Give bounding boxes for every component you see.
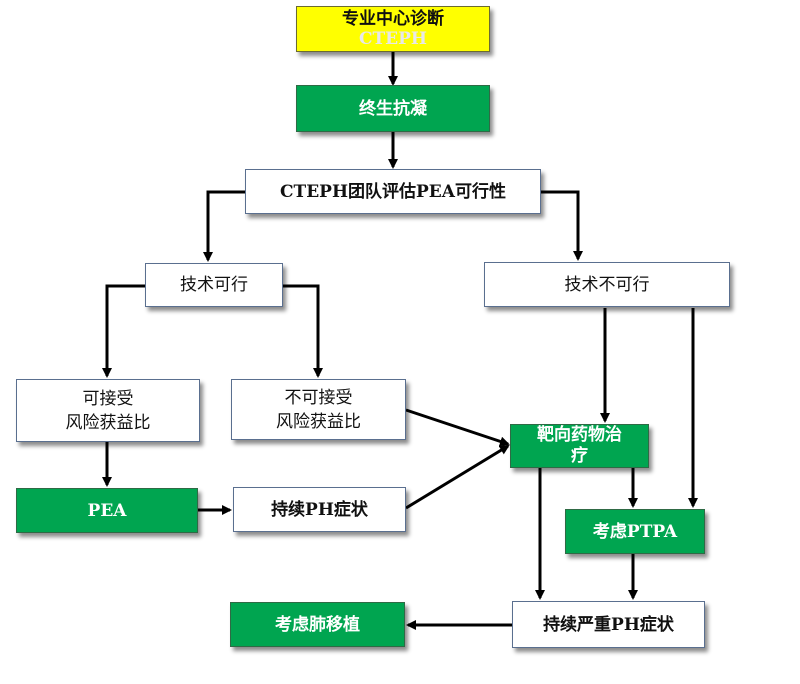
arrow-persistent-ph-to-targeted	[405, 444, 510, 510]
node-lifelong-anticoagulation: 终生抗凝	[296, 85, 490, 132]
node-unacceptable-risk-benefit-line1: 不可接受	[284, 387, 353, 408]
node-technically-infeasible: 技术不可行	[484, 262, 730, 307]
node-team-assessment: CTEPH团队评估PEA可行性	[245, 169, 541, 214]
node-targeted-drug-therapy-line2: 疗	[571, 446, 588, 466]
node-persistent-severe-ph-symptoms: 持续严重PH症状	[512, 601, 705, 648]
node-unacceptable-risk-benefit-line2: 风险获益比	[276, 411, 361, 432]
arrow-unacceptable-to-targeted	[405, 408, 510, 447]
node-team-assessment-label: CTEPH团队评估PEA可行性	[280, 181, 506, 202]
node-consider-lung-transplant: 考虑肺移植	[230, 602, 405, 647]
node-technically-infeasible-label: 技术不可行	[564, 274, 650, 295]
node-consider-lung-transplant-label: 考虑肺移植	[275, 614, 360, 635]
node-technically-feasible-label: 技术可行	[180, 275, 248, 295]
node-acceptable-risk-benefit: 可接受 风险获益比	[16, 379, 200, 442]
node-expert-diagnosis: 专业中心诊断 CTEPH	[296, 6, 490, 52]
node-lifelong-anticoagulation-label: 终生抗凝	[359, 98, 427, 119]
node-technically-feasible: 技术可行	[145, 263, 283, 307]
node-acceptable-risk-benefit-line2: 风险获益比	[65, 412, 151, 433]
node-consider-ptpa: 考虑PTPA	[565, 509, 705, 554]
node-pea-label: PEA	[87, 500, 127, 521]
node-acceptable-risk-benefit-line1: 可接受	[82, 388, 134, 409]
arrow-team-to-infeasible	[541, 190, 583, 261]
node-expert-diagnosis-line1: 专业中心诊断	[342, 9, 444, 29]
node-persistent-severe-ph-symptoms-label: 持续严重PH症状	[543, 614, 674, 635]
node-expert-diagnosis-line2: CTEPH	[359, 29, 427, 49]
arrow-feasible-to-unacceptable	[283, 284, 323, 378]
node-unacceptable-risk-benefit: 不可接受 风险获益比	[231, 379, 406, 440]
node-targeted-drug-therapy: 靶向药物治 疗	[510, 424, 649, 468]
node-targeted-drug-therapy-line1: 靶向药物治	[537, 425, 622, 445]
node-persistent-ph-symptoms: 持续PH症状	[233, 487, 406, 532]
arrow-feasible-to-acceptable	[102, 284, 145, 378]
node-consider-ptpa-label: 考虑PTPA	[592, 521, 678, 542]
node-persistent-ph-symptoms-label: 持续PH症状	[271, 499, 368, 520]
arrow-team-to-feasible	[203, 190, 245, 262]
node-pea: PEA	[16, 488, 198, 533]
